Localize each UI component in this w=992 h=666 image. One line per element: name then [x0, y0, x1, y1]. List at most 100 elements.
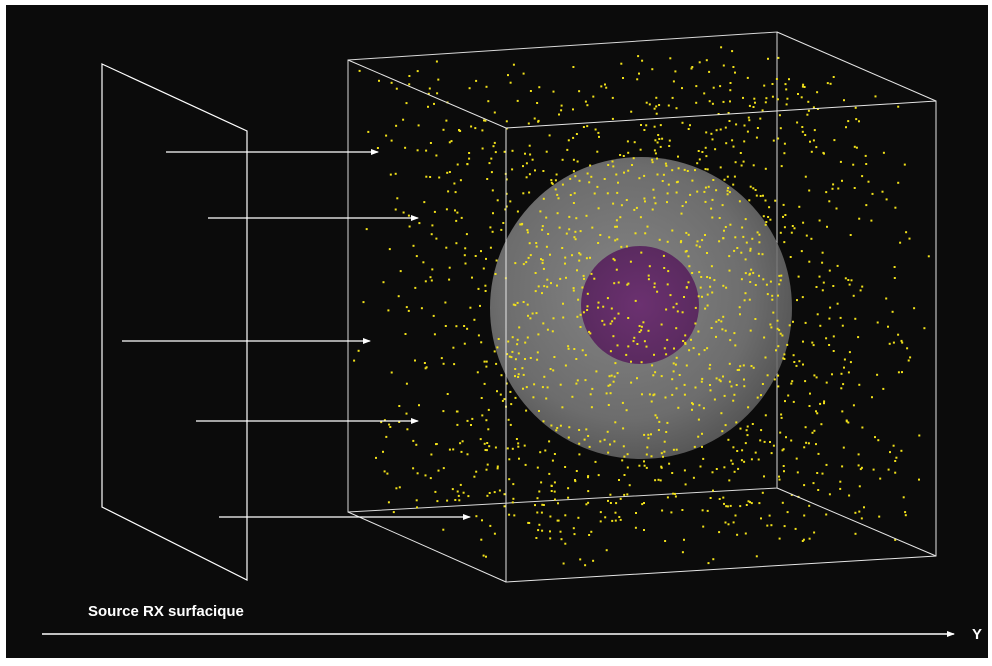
particle	[551, 459, 554, 462]
particle	[762, 278, 765, 281]
particle	[402, 118, 405, 121]
particle	[671, 229, 674, 232]
particle	[616, 372, 619, 375]
particle	[508, 458, 511, 461]
particle	[762, 215, 765, 218]
particle	[625, 199, 628, 201]
particle	[786, 97, 789, 100]
particle	[710, 132, 713, 135]
particle	[398, 421, 401, 423]
particle	[539, 451, 542, 454]
particle	[587, 490, 590, 493]
particle	[650, 455, 653, 458]
particle	[706, 252, 708, 254]
particle	[536, 358, 539, 361]
particle	[759, 117, 762, 120]
particle	[801, 130, 804, 133]
particle	[485, 365, 488, 368]
particle	[685, 250, 688, 252]
particle	[646, 446, 649, 449]
particle	[448, 278, 451, 281]
particle	[505, 382, 508, 385]
particle	[740, 459, 743, 462]
particle	[729, 223, 732, 226]
particle	[494, 273, 497, 275]
particle	[764, 199, 767, 202]
particle	[685, 286, 688, 289]
particle	[516, 343, 519, 346]
particle	[666, 421, 669, 424]
particle	[536, 102, 539, 104]
particle	[701, 509, 704, 512]
particle	[435, 60, 438, 63]
particle	[418, 222, 421, 225]
particle	[559, 530, 562, 533]
particle	[704, 186, 707, 189]
particle	[448, 448, 451, 451]
particle	[641, 393, 643, 396]
particle	[693, 445, 696, 448]
particle	[545, 150, 548, 153]
particle	[795, 364, 798, 367]
particle	[470, 424, 472, 426]
particle	[657, 429, 660, 431]
particle	[486, 178, 489, 180]
particle	[720, 46, 723, 49]
particle	[630, 360, 632, 363]
particle	[475, 515, 478, 518]
particle	[545, 216, 548, 219]
particle	[904, 514, 907, 517]
particle	[385, 134, 388, 137]
particle	[672, 362, 675, 365]
particle	[692, 347, 695, 350]
particle	[613, 375, 616, 378]
particle	[643, 464, 646, 467]
particle	[647, 278, 650, 281]
particle	[698, 245, 701, 248]
particle	[616, 344, 619, 347]
particle	[435, 443, 437, 446]
particle	[882, 387, 885, 390]
particle	[841, 179, 843, 182]
particle	[617, 281, 620, 284]
particle	[732, 521, 735, 524]
particle	[609, 502, 612, 504]
particle	[681, 551, 684, 554]
particle	[607, 164, 610, 166]
particle	[742, 364, 745, 367]
particle	[511, 149, 514, 152]
particle	[746, 425, 749, 428]
particle	[508, 513, 511, 516]
particle	[643, 129, 646, 131]
particle	[770, 326, 773, 329]
particle	[825, 513, 828, 516]
particle	[557, 502, 559, 505]
particle	[669, 294, 672, 297]
particle	[821, 251, 824, 254]
particle	[614, 362, 617, 365]
particle	[526, 303, 529, 306]
particle	[800, 250, 803, 253]
particle	[425, 366, 428, 369]
particle	[713, 279, 716, 282]
particle	[740, 278, 743, 281]
particle	[567, 139, 570, 142]
particle	[828, 269, 831, 272]
particle	[740, 164, 743, 167]
particle	[638, 177, 641, 180]
particle	[821, 261, 824, 264]
particle	[548, 440, 551, 443]
particle	[576, 379, 579, 382]
particle	[796, 471, 799, 474]
particle	[782, 203, 785, 206]
particle	[552, 369, 555, 372]
particle	[782, 215, 784, 218]
particle	[476, 371, 479, 374]
particle	[588, 181, 591, 184]
particle	[724, 126, 727, 129]
particle	[556, 193, 559, 196]
particle	[802, 340, 804, 343]
particle	[876, 373, 879, 376]
particle	[525, 386, 528, 389]
particle	[572, 170, 575, 173]
